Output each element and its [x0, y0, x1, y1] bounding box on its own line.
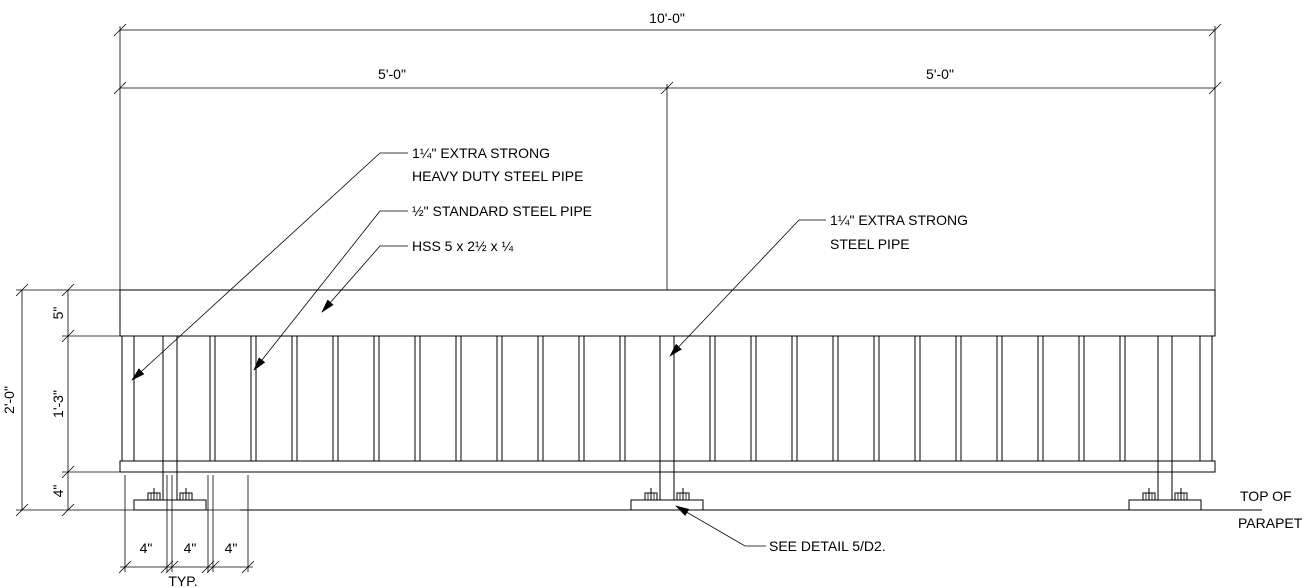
callout-detail-reference: SEE DETAIL 5/D2. — [675, 505, 886, 554]
picket — [455, 335, 462, 462]
right-half-dimension-label: 5'-0" — [926, 66, 954, 82]
anchor-bolt — [179, 488, 193, 501]
picket — [996, 335, 1003, 462]
hss-top-rail — [119, 289, 1216, 337]
picket — [873, 335, 880, 462]
callout-post-pipe-line2: STEEL PIPE — [830, 236, 910, 252]
picket — [496, 335, 503, 462]
callout-standard-pipe: ½" STANDARD STEEL PIPE — [253, 203, 592, 371]
posts — [133, 335, 1202, 511]
spacing-label-1: 4" — [140, 540, 153, 556]
picket — [250, 335, 257, 462]
picket — [955, 335, 962, 462]
callout-detail-reference-label: SEE DETAIL 5/D2. — [769, 538, 886, 554]
parapet-label-line2: PARAPET — [1238, 515, 1303, 531]
callout-post-pipe: 1¼" EXTRA STRONG STEEL PIPE — [669, 212, 968, 357]
anchor-bolt — [1142, 488, 1156, 501]
picket-zone-height-label: 1'-3" — [50, 390, 66, 418]
picket — [709, 335, 716, 462]
base-gap-label: 4" — [50, 485, 66, 498]
total-height-label: 2'-0" — [1, 386, 17, 414]
parapet-label-line1: TOP OF — [1240, 488, 1292, 504]
base-plate — [133, 499, 207, 511]
anchor-bolt — [1174, 488, 1188, 501]
spacing-label-3: 4" — [225, 540, 238, 556]
picket — [619, 335, 626, 462]
post-spacing-dimensions: 4" 4" 4" TYP. — [118, 475, 255, 588]
picket — [791, 335, 798, 462]
callout-heavy-pipe-line1: 1¼" EXTRA STRONG — [412, 145, 550, 161]
callout-heavy-pipe: 1¼" EXTRA STRONG HEAVY DUTY STEEL PIPE — [131, 145, 583, 381]
anchor-bolt — [644, 488, 658, 501]
callout-heavy-pipe-line2: HEAVY DUTY STEEL PIPE — [412, 168, 583, 184]
callout-hss: HSS 5 x 2½ x ¼ — [321, 238, 513, 313]
picket — [578, 335, 585, 462]
base-plate — [630, 499, 704, 511]
end-pipes — [121, 335, 1213, 462]
post — [133, 335, 207, 511]
picket — [914, 335, 921, 462]
spacing-label-2: 4" — [184, 540, 197, 556]
anchor-bolt — [676, 488, 690, 501]
picket — [291, 335, 298, 462]
post-pipe — [659, 335, 675, 501]
picket — [537, 335, 544, 462]
picket — [373, 335, 380, 462]
picket — [750, 335, 757, 462]
picket — [332, 335, 339, 462]
post-pipe — [1157, 335, 1173, 501]
top-rail-height-label: 5" — [50, 307, 66, 320]
picket — [832, 335, 839, 462]
pickets — [209, 335, 1126, 462]
picket — [1119, 335, 1126, 462]
bottom-rail — [119, 460, 1216, 473]
picket — [209, 335, 216, 462]
base-plate — [1128, 499, 1202, 511]
callout-post-pipe-line1: 1¼" EXTRA STRONG — [830, 212, 968, 228]
overall-dimension-label: 10'-0" — [649, 10, 685, 26]
picket — [414, 335, 421, 462]
vertical-dimensions: 2'-0" 5" 1'-3" 4" — [1, 283, 240, 517]
overall-dimension: 10'-0" — [113, 10, 1222, 290]
post-pipe — [162, 335, 178, 501]
picket — [1037, 335, 1044, 462]
left-half-dimension-label: 5'-0" — [378, 66, 406, 82]
callout-standard-pipe-label: ½" STANDARD STEEL PIPE — [412, 203, 592, 219]
post — [630, 335, 704, 511]
top-of-parapet-line: TOP OF PARAPET — [240, 488, 1303, 531]
typ-label: TYP. — [168, 573, 197, 588]
anchor-bolt — [147, 488, 161, 501]
half-dimensions: 5'-0" 5'-0" — [113, 66, 1222, 290]
picket — [1078, 335, 1085, 462]
callout-hss-label: HSS 5 x 2½ x ¼ — [412, 238, 513, 254]
post — [1128, 335, 1202, 511]
